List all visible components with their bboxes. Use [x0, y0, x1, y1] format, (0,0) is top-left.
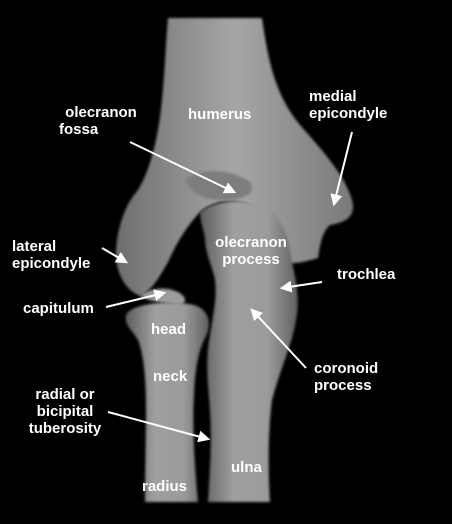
label-lateral-epicondyle-line1: lateral [12, 238, 57, 255]
label-medial-epicondyle-line2: epicondyle [309, 105, 388, 122]
label-trochlea: trochlea [337, 266, 396, 283]
label-coronoid-process: coronoid process [314, 360, 378, 394]
pointer-capitulum [105, 289, 167, 308]
label-lateral-epicondyle-line2: epicondyle [12, 255, 91, 272]
humerus-bone [115, 18, 354, 296]
pointer-trochlea [279, 280, 323, 293]
label-olecranon-process-line2: process [222, 251, 280, 268]
radius-bone [125, 302, 209, 502]
pointer-olecranon-fossa [129, 141, 237, 194]
ulna-bone [200, 201, 298, 502]
label-lateral-epicondyle: lateral epicondyle [12, 238, 90, 272]
label-radial-tuberosity-line3: tuberosity [28, 420, 102, 437]
label-olecranon-fossa-line1: olecranon [65, 104, 137, 121]
label-neck: neck [153, 368, 188, 385]
label-medial-epicondyle-line1: medial [309, 88, 357, 105]
label-olecranon-process-line1: olecranon [215, 234, 287, 251]
label-capitulum: capitulum [23, 300, 94, 317]
label-medial-epicondyle: medial epicondyle [309, 88, 387, 122]
label-radial-tuberosity-line2: bicipital [36, 403, 94, 420]
label-olecranon-fossa-line2: fossa [59, 121, 99, 138]
label-coronoid-process-line1: coronoid [314, 360, 379, 377]
label-humerus: humerus [188, 106, 252, 123]
label-olecranon-process: olecranon process [206, 234, 296, 268]
pointer-medial-epicondyle [330, 131, 353, 207]
pointer-coronoid-process [250, 308, 307, 369]
pointer-radial-tuberosity [107, 411, 211, 443]
label-head: head [151, 321, 187, 338]
pointer-lateral-epicondyle [101, 247, 129, 264]
label-radial-tuberosity: radial or bicipital tuberosity [20, 386, 110, 437]
label-coronoid-process-line2: process [314, 377, 372, 394]
label-radial-tuberosity-line1: radial or [35, 386, 95, 403]
label-ulna: ulna [231, 459, 262, 476]
label-olecranon-fossa: olecranon fossa [56, 104, 146, 138]
label-radius: radius [142, 478, 188, 495]
